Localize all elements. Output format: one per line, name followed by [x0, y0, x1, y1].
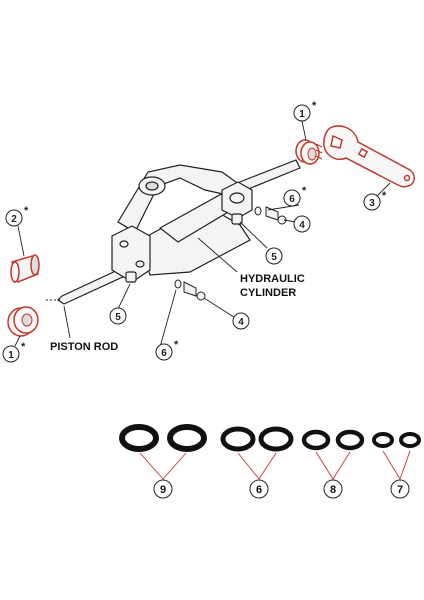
- fitting-lower-part4: [174, 279, 206, 301]
- o-ring-9a: [119, 424, 159, 452]
- o-ring-group-7: 7: [390, 479, 410, 499]
- svg-text:6: 6: [289, 194, 295, 205]
- top-mount-hole: [145, 181, 159, 191]
- o-ring-leaders: [139, 450, 411, 481]
- svg-text:6: 6: [161, 348, 167, 359]
- svg-text:*: *: [24, 205, 29, 217]
- callout-1-bottom: 1 *: [2, 341, 26, 363]
- o-ring-8a: [301, 429, 331, 451]
- svg-text:4: 4: [238, 317, 244, 328]
- o-ring-7b: [399, 432, 421, 448]
- callout-4-upper: 4: [293, 215, 311, 233]
- bushing-part2: [10, 254, 40, 284]
- nut-top-part1: [295, 139, 323, 165]
- leader-lines: [14, 120, 391, 348]
- svg-text:*: *: [302, 185, 307, 197]
- svg-text:*: *: [312, 100, 317, 112]
- svg-text:6: 6: [256, 484, 262, 496]
- spanner-wrench-part3: [323, 125, 415, 188]
- svg-text:*: *: [382, 190, 387, 202]
- o-ring-group-9: 9: [153, 479, 173, 499]
- o-ring-7a: [372, 432, 394, 448]
- o-ring-8b: [335, 429, 365, 451]
- nut-bottom-part1: [7, 306, 39, 337]
- end-cap-bolt-2: [135, 260, 145, 268]
- callout-4-lower: 4: [232, 312, 250, 330]
- callout-1-top: 1 *: [293, 100, 317, 122]
- callout-3: 3 *: [363, 190, 387, 211]
- svg-text:4: 4: [299, 220, 305, 231]
- o-rings: [119, 424, 421, 452]
- o-ring-group-8: 8: [323, 479, 343, 499]
- piston-rod-label: PISTON ROD: [50, 341, 118, 353]
- end-cap-left: [111, 225, 151, 283]
- callout-6-upper: 6 *: [283, 185, 307, 207]
- fitting-left: [125, 271, 137, 283]
- callout-2: 2 *: [5, 205, 29, 227]
- cylinder-assembly: [57, 159, 301, 305]
- hydraulic-cylinder-label-line2: CYLINDER: [240, 287, 296, 299]
- svg-text:9: 9: [160, 484, 166, 496]
- svg-text:*: *: [21, 341, 26, 353]
- end-cap-right-ring: [229, 192, 245, 204]
- svg-text:*: *: [174, 339, 179, 351]
- end-cap-bolt-1: [119, 240, 129, 248]
- callout-6-lower: 6 *: [155, 339, 179, 361]
- callout-5-left: 5: [109, 307, 127, 325]
- hydraulic-cylinder-label-line1: HYDRAULIC: [240, 273, 305, 285]
- svg-text:5: 5: [271, 252, 277, 263]
- svg-text:2: 2: [11, 214, 17, 225]
- o-ring-9b: [167, 424, 207, 452]
- o-ring-6a: [220, 426, 256, 452]
- o-ring-group-6: 6: [249, 479, 269, 499]
- svg-text:1: 1: [299, 109, 305, 120]
- svg-text:5: 5: [115, 312, 121, 323]
- svg-text:8: 8: [330, 484, 336, 496]
- callout-5-right: 5: [265, 247, 283, 265]
- svg-text:7: 7: [397, 484, 403, 496]
- fitting-right: [231, 213, 243, 225]
- o-ring-6b: [258, 426, 294, 452]
- svg-text:1: 1: [8, 350, 14, 361]
- svg-text:3: 3: [369, 198, 375, 209]
